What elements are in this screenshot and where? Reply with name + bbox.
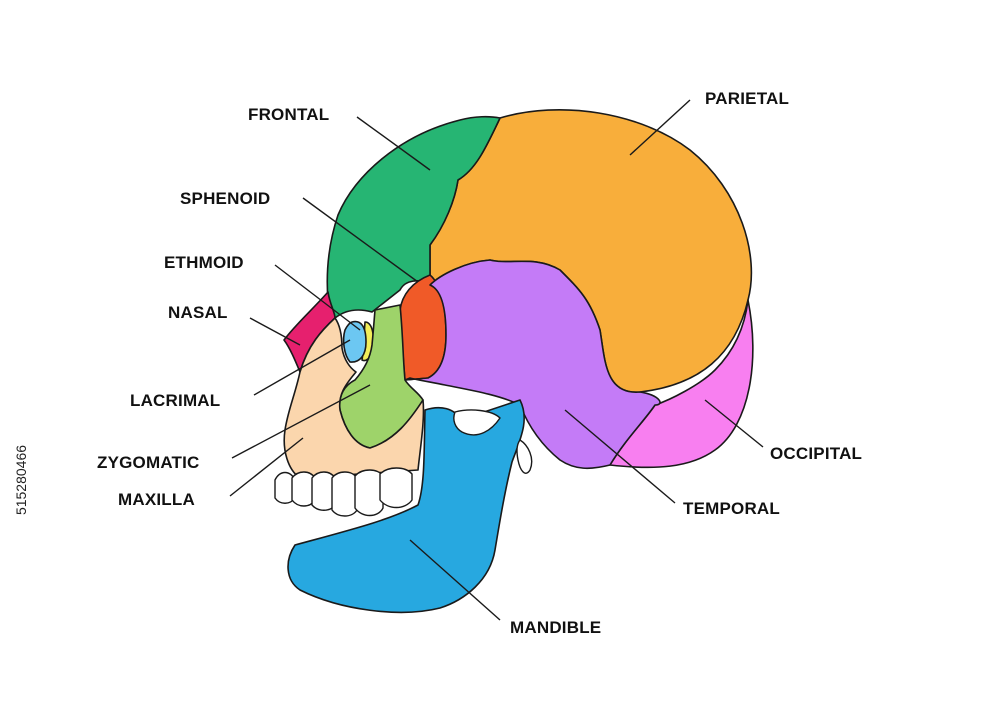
leader-occipital bbox=[704, 399, 764, 448]
tooth bbox=[379, 467, 413, 509]
label-frontal: FRONTAL bbox=[248, 105, 329, 124]
label-lacrimal: LACRIMAL bbox=[130, 391, 220, 410]
label-occipital: OCCIPITAL bbox=[770, 444, 862, 463]
label-temporal: TEMPORAL bbox=[683, 499, 780, 518]
leader-nasal bbox=[249, 317, 301, 346]
tooth bbox=[331, 471, 358, 517]
label-nasal: NASAL bbox=[168, 303, 228, 322]
temporal-bone bbox=[404, 259, 661, 470]
frontal-bone bbox=[326, 115, 501, 319]
leader-frontal bbox=[356, 116, 431, 171]
label-parietal: PARIETAL bbox=[705, 89, 789, 108]
leader-parietal bbox=[629, 99, 691, 156]
leader-lines bbox=[229, 99, 764, 621]
leader-mandible bbox=[409, 539, 501, 621]
leader-lacrimal bbox=[253, 339, 351, 396]
leader-temporal bbox=[564, 409, 676, 504]
stock-image-id: 515280466 bbox=[13, 444, 29, 516]
label-maxilla: MAXILLA bbox=[118, 490, 195, 509]
label-sphenoid: SPHENOID bbox=[180, 189, 270, 208]
coronoid-notch bbox=[453, 409, 501, 436]
label-zygomatic: ZYGOMATIC bbox=[97, 453, 200, 472]
styloid-process bbox=[516, 439, 533, 474]
leader-maxilla bbox=[229, 437, 304, 497]
leader-sphenoid bbox=[302, 197, 419, 283]
lacrimal-bone bbox=[342, 320, 367, 363]
label-ethmoid: ETHMOID bbox=[164, 253, 244, 272]
label-mandible: MANDIBLE bbox=[510, 618, 601, 637]
leader-ethmoid bbox=[274, 264, 361, 331]
leader-zygomatic bbox=[231, 384, 371, 459]
teeth-row bbox=[274, 467, 413, 517]
tooth bbox=[354, 469, 384, 517]
mandible-bone bbox=[287, 399, 525, 614]
